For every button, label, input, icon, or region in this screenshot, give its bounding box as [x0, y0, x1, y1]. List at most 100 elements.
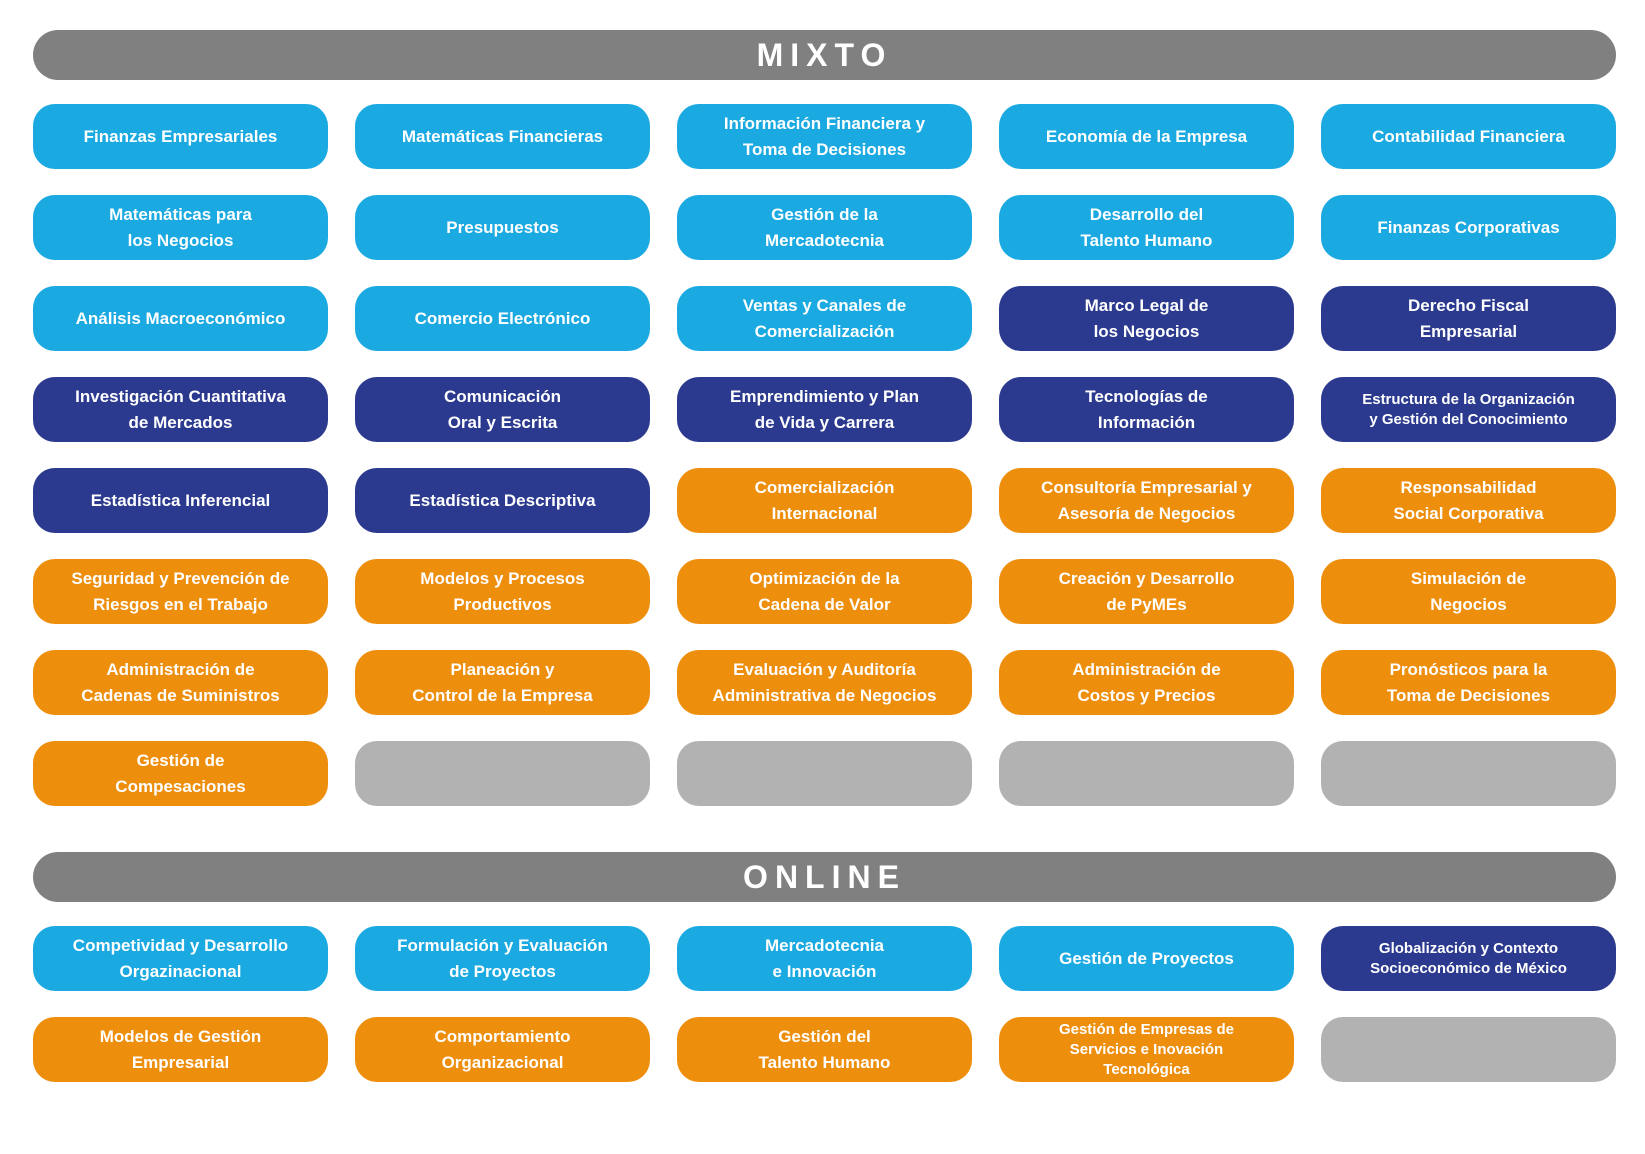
course-label: Gestión de Compesaciones: [115, 750, 246, 796]
course-pill: Planeación y Control de la Empresa: [355, 650, 650, 715]
section-header-bar: MIXTO: [33, 30, 1616, 80]
course-label: Comunicación Oral y Escrita: [443, 386, 562, 432]
course-label: Administración de Costos y Precios: [1072, 659, 1221, 705]
course-label: Comportamiento Organizacional: [434, 1026, 571, 1072]
course-label: Matemáticas para los Negocios: [109, 204, 252, 250]
course-pill: Comercio Electrónico: [355, 286, 650, 351]
course-label: Estadística Descriptiva: [409, 490, 596, 510]
course-pill: Contabilidad Financiera: [1321, 104, 1616, 169]
course-label: Gestión de Empresas de Servicios e Inova…: [1058, 1020, 1235, 1078]
course-label: Finanzas Empresariales: [83, 126, 278, 146]
course-label: Estructura de la Organización y Gestión …: [1362, 390, 1575, 428]
course-pill: Matemáticas para los Negocios: [33, 195, 328, 260]
course-pill: Administración de Costos y Precios: [999, 650, 1294, 715]
course-label: Mercadotecnia e Innovación: [764, 935, 885, 981]
course-pill: Gestión de Empresas de Servicios e Inova…: [999, 1017, 1294, 1082]
course-pill: Consultoría Empresarial y Asesoría de Ne…: [999, 468, 1294, 533]
course-label: Administración de Cadenas de Suministros: [81, 659, 280, 705]
course-pill: Análisis Macroeconómico: [33, 286, 328, 351]
empty-pill: [1321, 1017, 1616, 1082]
course-label: Gestión de la Mercadotecnia: [764, 204, 885, 250]
empty-pill: [677, 741, 972, 806]
course-pill: Simulación de Negocios: [1321, 559, 1616, 624]
course-pill: Pronósticos para la Toma de Decisiones: [1321, 650, 1616, 715]
course-pill: Evaluación y Auditoría Administrativa de…: [677, 650, 972, 715]
course-pill: Administración de Cadenas de Suministros: [33, 650, 328, 715]
course-label: Finanzas Corporativas: [1377, 217, 1560, 237]
course-pill: Optimización de la Cadena de Valor: [677, 559, 972, 624]
course-pill: Gestión de Proyectos: [999, 926, 1294, 991]
course-pill: Comportamiento Organizacional: [355, 1017, 650, 1082]
course-pill: Desarrollo del Talento Humano: [999, 195, 1294, 260]
course-label: Contabilidad Financiera: [1372, 126, 1565, 146]
course-label: Globalización y Contexto Socioeconómico …: [1370, 939, 1567, 977]
course-pill: Modelos de Gestión Empresarial: [33, 1017, 328, 1082]
course-pill: Tecnologías de Información: [999, 377, 1294, 442]
course-pill: Globalización y Contexto Socioeconómico …: [1321, 926, 1616, 991]
course-pill: Presupuestos: [355, 195, 650, 260]
course-pill: Competividad y Desarrollo Orgazinacional: [33, 926, 328, 991]
course-pill: Formulación y Evaluación de Proyectos: [355, 926, 650, 991]
course-label: Gestión del Talento Humano: [758, 1026, 891, 1072]
course-pill: Economía de la Empresa: [999, 104, 1294, 169]
course-label: Investigación Cuantitativa de Mercados: [75, 386, 286, 432]
section-title: ONLINE: [743, 858, 906, 895]
section-header-bar: ONLINE: [33, 852, 1616, 902]
course-label: Modelos y Procesos Productivos: [420, 568, 585, 614]
course-label: Seguridad y Prevención de Riesgos en el …: [71, 568, 290, 614]
course-pill: Gestión de la Mercadotecnia: [677, 195, 972, 260]
course-label: Comercio Electrónico: [414, 308, 591, 328]
course-label: Economía de la Empresa: [1045, 126, 1248, 146]
course-label: Responsabilidad Social Corporativa: [1393, 477, 1544, 523]
course-label: Comercialización Internacional: [754, 477, 895, 523]
course-label: Planeación y Control de la Empresa: [412, 659, 593, 705]
course-grid: Finanzas Empresariales Matemáticas Financ…: [33, 104, 1616, 806]
course-pill: Estructura de la Organización y Gestión …: [1321, 377, 1616, 442]
course-label: Presupuestos: [446, 217, 559, 237]
course-label: Modelos de Gestión Empresarial: [99, 1026, 262, 1072]
course-pill: Mercadotecnia e Innovación: [677, 926, 972, 991]
course-pill: Información Financiera y Toma de Decisio…: [677, 104, 972, 169]
course-label: Pronósticos para la Toma de Decisiones: [1386, 659, 1551, 705]
course-label: Información Financiera y Toma de Decisio…: [723, 113, 926, 159]
course-pill: Gestión del Talento Humano: [677, 1017, 972, 1082]
course-label: Gestión de Proyectos: [1059, 948, 1234, 968]
section-online: ONLINE Competividad y Desarrollo Orgazin…: [33, 852, 1616, 1082]
course-label: Simulación de Negocios: [1410, 568, 1527, 614]
section-title: MIXTO: [756, 36, 893, 73]
course-label: Matemáticas Financieras: [401, 126, 604, 146]
course-pill: Gestión de Compesaciones: [33, 741, 328, 806]
course-label: Desarrollo del Talento Humano: [1080, 204, 1213, 250]
course-pill: Responsabilidad Social Corporativa: [1321, 468, 1616, 533]
course-label: Consultoría Empresarial y Asesoría de Ne…: [1041, 477, 1252, 523]
course-label: Análisis Macroeconómico: [75, 308, 286, 328]
course-pill: Comercialización Internacional: [677, 468, 972, 533]
course-pill: Finanzas Empresariales: [33, 104, 328, 169]
course-grid: Competividad y Desarrollo Orgazinacional…: [33, 926, 1616, 1082]
course-pill: Emprendimiento y Plan de Vida y Carrera: [677, 377, 972, 442]
course-pill: Estadística Descriptiva: [355, 468, 650, 533]
course-pill: Matemáticas Financieras: [355, 104, 650, 169]
course-pill: Estadística Inferencial: [33, 468, 328, 533]
course-pill: Derecho Fiscal Empresarial: [1321, 286, 1616, 351]
course-pill: Creación y Desarrollo de PyMEs: [999, 559, 1294, 624]
course-pill: Finanzas Corporativas: [1321, 195, 1616, 260]
course-label: Estadística Inferencial: [90, 490, 271, 510]
course-label: Optimización de la Cadena de Valor: [749, 568, 900, 614]
course-label: Derecho Fiscal Empresarial: [1408, 295, 1529, 341]
course-pill: Investigación Cuantitativa de Mercados: [33, 377, 328, 442]
course-label: Tecnologías de Información: [1085, 386, 1208, 432]
empty-pill: [999, 741, 1294, 806]
empty-pill: [1321, 741, 1616, 806]
course-pill: Seguridad y Prevención de Riesgos en el …: [33, 559, 328, 624]
empty-pill: [355, 741, 650, 806]
course-label: Formulación y Evaluación de Proyectos: [397, 935, 608, 981]
course-pill: Comunicación Oral y Escrita: [355, 377, 650, 442]
course-label: Creación y Desarrollo de PyMEs: [1058, 568, 1235, 614]
course-pill: Modelos y Procesos Productivos: [355, 559, 650, 624]
course-label: Ventas y Canales de Comercialización: [742, 295, 907, 341]
course-label: Evaluación y Auditoría Administrativa de…: [712, 659, 937, 705]
course-pill: Ventas y Canales de Comercialización: [677, 286, 972, 351]
